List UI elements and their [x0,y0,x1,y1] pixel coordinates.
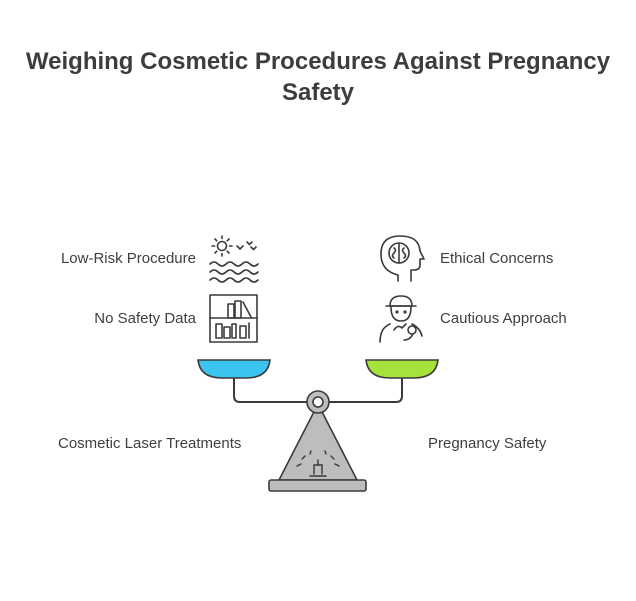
low-risk-procedure-label: Low-Risk Procedure [60,250,196,267]
no-safety-data-label: No Safety Data [94,310,196,327]
bookshelf-icon [209,294,258,343]
scale-stand [278,403,358,481]
pregnancy-safety-label: Pregnancy Safety [428,435,547,452]
title-line-2: Safety [281,79,355,106]
worried-person-icon [379,295,423,343]
cosmetic-laser-treatments-label: Cosmetic Laser Treatments [58,435,242,452]
head-brain-icon [380,235,425,282]
left-pan [197,359,271,379]
sun-waves-icon [209,235,259,283]
title-line-1: Weighing Cosmetic Procedures Against Pre… [25,48,611,75]
page-title: Weighing Cosmetic Procedures Against Pre… [0,46,636,108]
ethical-concerns-label: Ethical Concerns [440,250,554,267]
scale-pivot-hole [312,396,324,408]
gauge-marks [296,450,340,477]
right-pan [365,359,439,379]
cautious-approach-label: Cautious Approach [440,310,567,327]
scale-base [268,479,367,492]
